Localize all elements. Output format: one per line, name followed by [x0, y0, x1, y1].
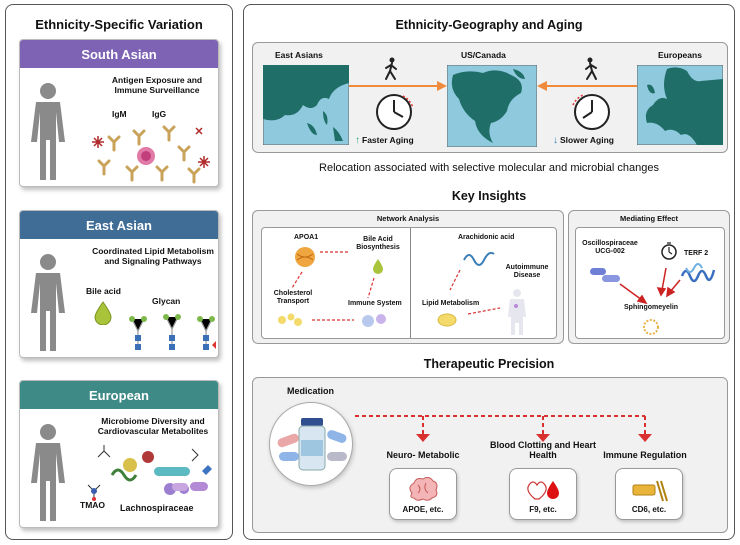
down-arrow-icon: ↓	[553, 135, 558, 146]
igg-label: IgG	[152, 109, 167, 119]
bile-drop-icon	[373, 259, 383, 274]
european-card: European Microbiome Diversity and Cardio…	[19, 380, 219, 528]
terf2-label: TERF 2	[684, 250, 709, 257]
south-asian-card: South Asian Antigen Exposure and Immune …	[19, 39, 219, 187]
north-america-map	[447, 65, 537, 147]
geo-title: Ethnicity-Geography and Aging	[395, 18, 583, 32]
person-icon	[31, 424, 65, 521]
south-asian-header: South Asian	[20, 40, 218, 68]
mediating-arrows	[619, 267, 681, 305]
immune-cells-icon	[362, 314, 386, 327]
network-title: Network Analysis	[376, 214, 440, 223]
neuro-metabolic-label: Neuro- Metabolic	[386, 450, 460, 460]
oscillospiraceae-label: Oscillospiraceae UCG-002	[582, 240, 638, 255]
arachidonic-label: Arachidonic acid	[458, 234, 515, 241]
network-links-right	[449, 269, 501, 315]
timer-icon	[661, 242, 677, 260]
apoe-tag: APOE, etc.	[389, 468, 457, 520]
cd6-text: CD6, etc.	[631, 505, 667, 514]
migration-arrow-right	[537, 81, 637, 91]
europe-map	[637, 65, 723, 145]
bile-biosynthesis-label: Bile Acid Biosynthesis	[356, 236, 400, 251]
blood-clotting-label: Blood Clotting and Heart Health	[490, 440, 596, 461]
clock-fast-icon	[376, 94, 414, 130]
east-asian-desc: Coordinated Lipid Metabolism and Signali…	[92, 246, 214, 266]
lipid-metabolism-label: Lipid Metabolism	[422, 300, 480, 307]
east-asians-label: East Asians	[275, 50, 323, 60]
cholesterol-icon	[278, 313, 302, 326]
east-asia-map	[263, 65, 349, 145]
immune-regulation-label: Immune Regulation	[603, 450, 687, 460]
protein-icon	[680, 263, 716, 283]
lachnospiraceae-icon	[172, 482, 208, 491]
east-asian-header: East Asian	[20, 211, 218, 239]
ethnicity-title: Ethnicity-Specific Variation	[35, 17, 203, 32]
europeans-label: Europeans	[658, 50, 702, 60]
glycan-label: Glycan	[152, 296, 181, 306]
apoe-text: APOE, etc.	[402, 505, 444, 514]
antibody-cluster-icon	[92, 125, 210, 184]
relocation-text: Relocation associated with selective mol…	[319, 162, 659, 174]
up-arrow-icon: ↑	[355, 135, 360, 146]
distribution-arrows	[355, 415, 652, 442]
lachnospiraceae-label: Lachnospiraceae	[120, 503, 194, 513]
autoimmune-label: Autoimmune Disease	[505, 264, 549, 279]
slower-aging-indicator: ↓ Slower Aging	[553, 135, 614, 146]
us-canada-label: US/Canada	[461, 50, 506, 60]
mediating-inner-box: Oscillospiraceae UCG-002 TERF 2 Sphingom…	[575, 227, 725, 339]
person-icon	[31, 254, 65, 351]
mediating-effect-box: Mediating Effect Oscillospiraceae UCG-00…	[568, 210, 730, 344]
therapeutic-box: Medication Neuro- Metabolic Blood Clotti…	[252, 377, 728, 533]
f9-text: F9, etc.	[529, 505, 557, 514]
medication-label: Medication	[287, 386, 335, 396]
european-header: European	[20, 381, 218, 409]
south-asian-desc: Antigen Exposure and Immune Surveillance	[111, 75, 203, 95]
bacteria-icon	[590, 268, 620, 282]
mediating-title: Mediating Effect	[620, 214, 678, 223]
lipid-icon	[437, 313, 457, 327]
apoa1-label: APOA1	[294, 234, 319, 241]
cd6-receptor-icon	[632, 480, 668, 502]
bile-drop-icon	[94, 301, 112, 325]
sphingomyelin-icon	[643, 319, 659, 335]
cd6-tag: CD6, etc.	[615, 468, 683, 520]
igm-label: IgM	[112, 109, 127, 119]
body-icon	[508, 289, 526, 335]
tmao-molecule-icon	[87, 484, 101, 501]
apoa1-icon	[295, 247, 315, 267]
east-asian-card: East Asian Coordinated Lipid Metabolism …	[19, 210, 219, 358]
cholesterol-label: Cholesterol Transport	[273, 290, 313, 305]
migration-arrow-left	[349, 81, 447, 91]
immune-system-label: Immune System	[348, 300, 402, 307]
network-divider	[410, 228, 411, 338]
european-desc: Microbiome Diversity and Cardiovascular …	[97, 416, 209, 436]
bile-acid-label: Bile acid	[86, 286, 121, 296]
network-inner-box: APOA1 Bile Acid Biosynthesis Cholesterol…	[261, 227, 557, 339]
insights-title: Key Insights	[451, 189, 527, 203]
clock-slow-icon	[572, 94, 610, 130]
person-icon	[31, 83, 65, 180]
medication-icon	[277, 418, 347, 471]
walker-icon	[385, 57, 397, 80]
ethnicity-panel: Ethnicity-Specific Variation South Asian…	[5, 4, 233, 540]
arachidonic-icon	[463, 251, 495, 266]
brain-icon	[409, 477, 438, 501]
therapeutic-title: Therapeutic Precision	[423, 357, 555, 371]
geography-box: East Asians US/Canada Europeans	[252, 42, 728, 153]
faster-aging-label: Faster Aging	[362, 134, 414, 145]
faster-aging-indicator: ↑ Faster Aging	[355, 135, 414, 146]
network-analysis-box: Network Analysis APOA1 Bile Acid Biosynt…	[252, 210, 564, 344]
sphingomyelin-label: Sphingomeyelin	[624, 304, 679, 311]
right-panel: Ethnicity-Geography and Aging East Asian…	[243, 4, 735, 540]
tmao-label: TMAO	[80, 500, 106, 510]
f9-tag: F9, etc.	[509, 468, 577, 520]
network-links	[291, 251, 375, 321]
walker-icon	[585, 57, 597, 80]
glycan-icon	[129, 314, 216, 350]
heart-blood-icon	[527, 481, 559, 500]
slower-aging-label: Slower Aging	[560, 134, 614, 145]
